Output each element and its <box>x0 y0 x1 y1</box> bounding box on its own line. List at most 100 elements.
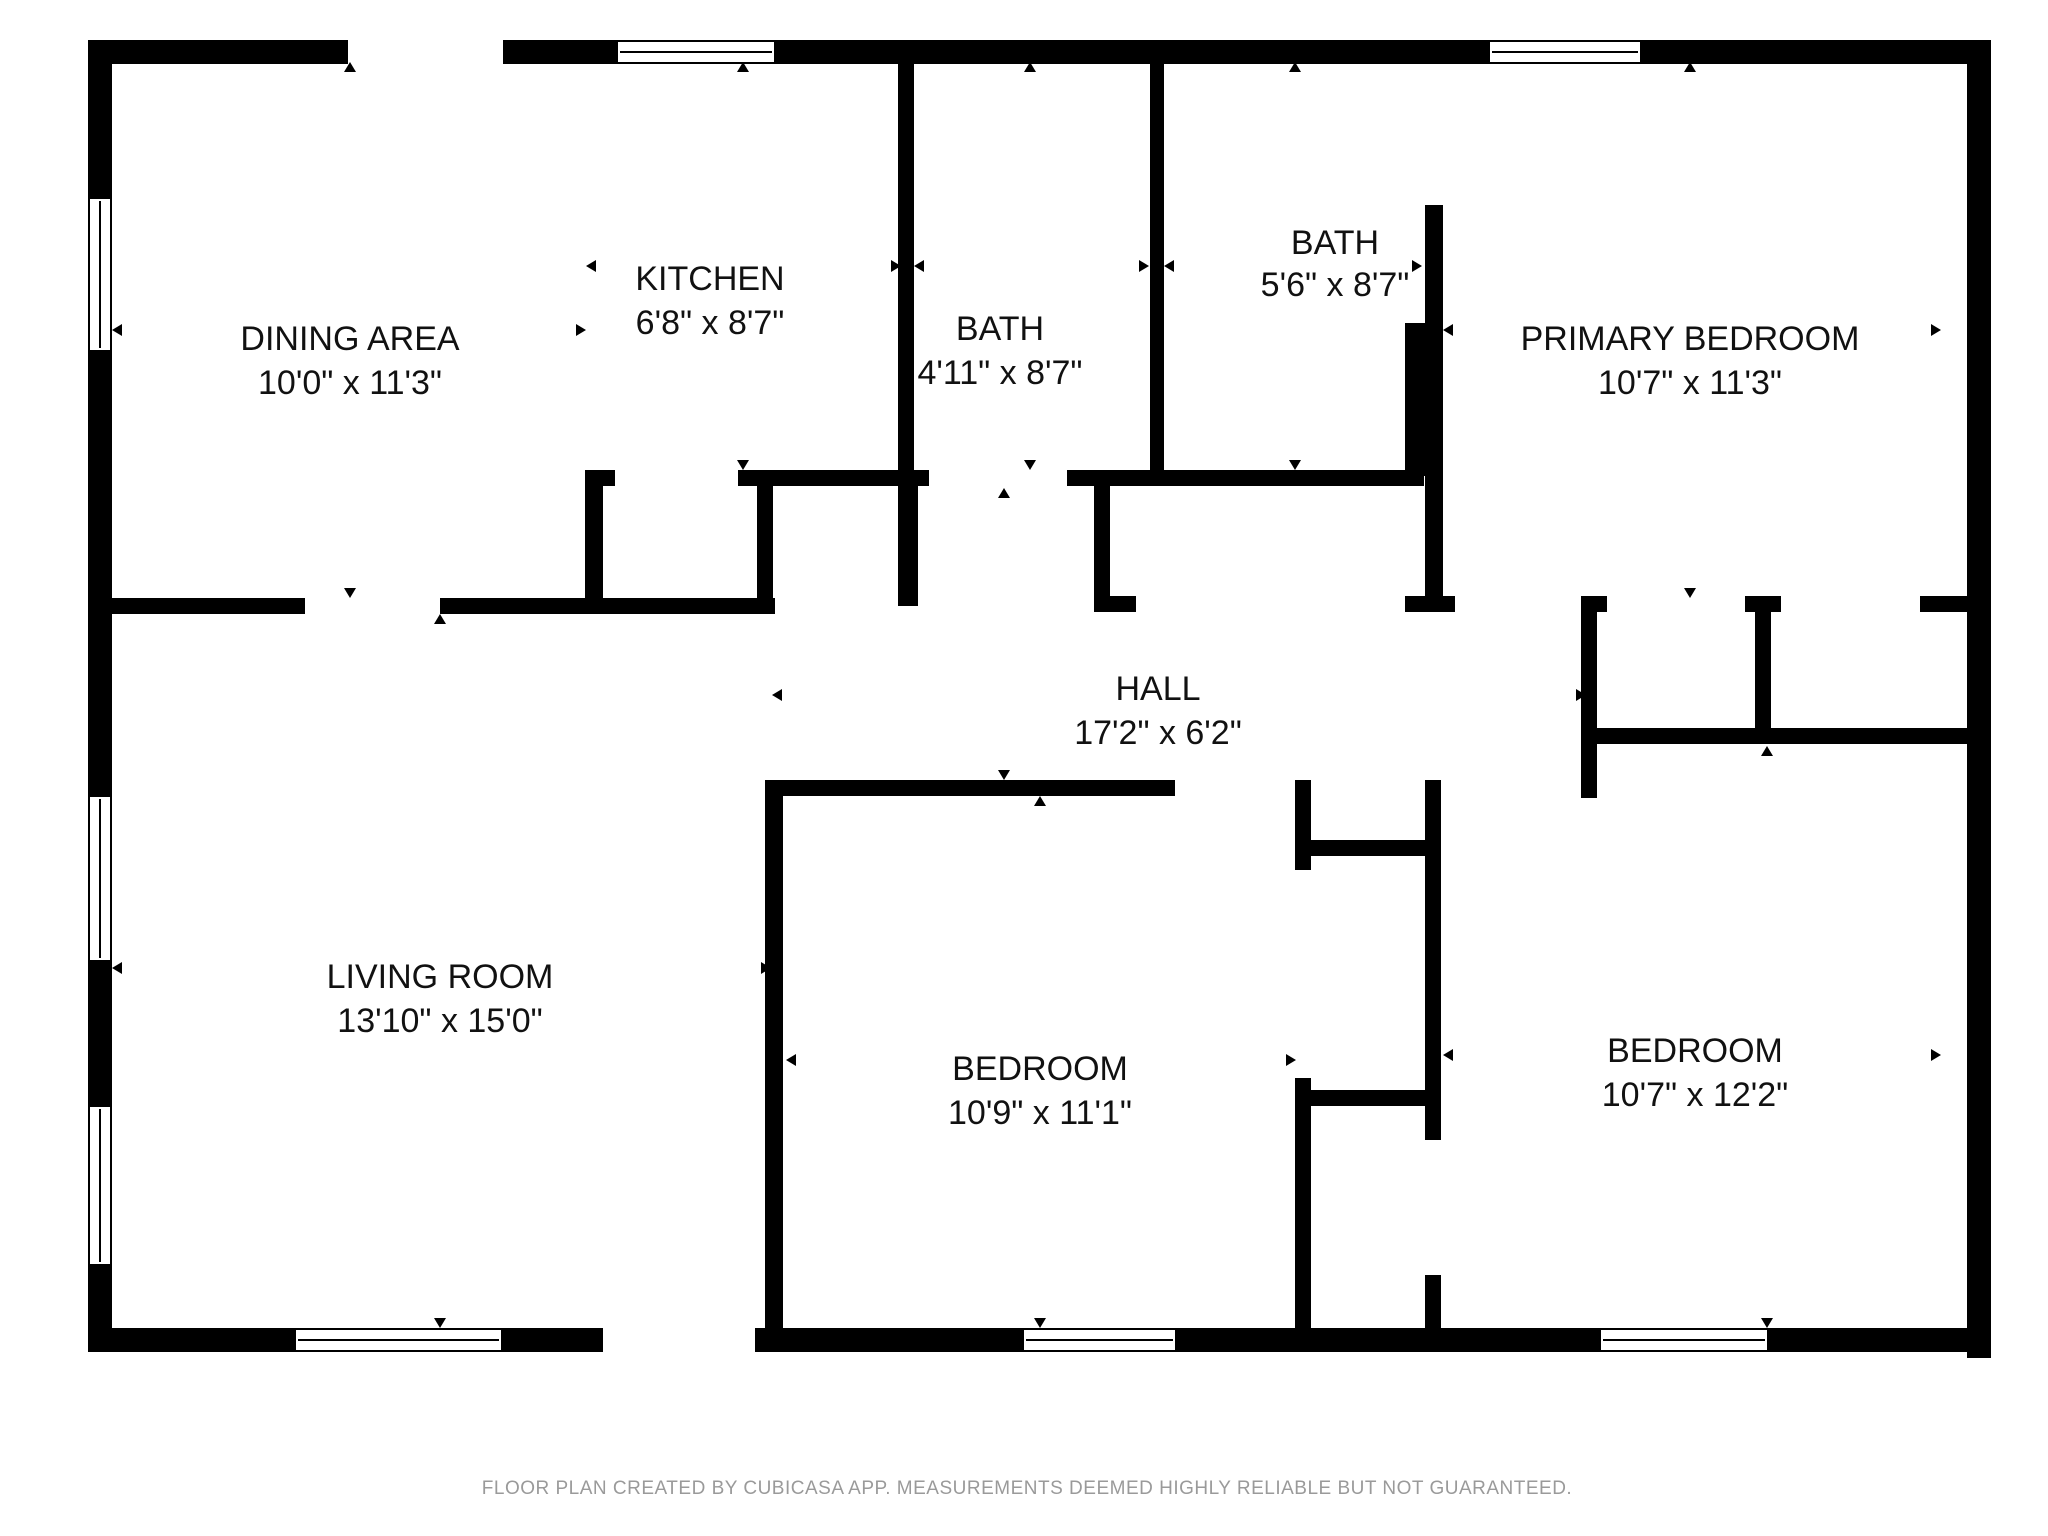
dimension-arrow-icon <box>761 962 771 974</box>
wall-segment <box>440 598 775 614</box>
wall-segment <box>88 1328 294 1352</box>
dimension-arrow-icon <box>1024 460 1036 470</box>
wall-segment <box>1920 596 1991 612</box>
room-bedroom-2: BEDROOM 10'7" x 12'2" <box>1602 1032 1788 1114</box>
dimension-arrow-icon <box>1289 62 1301 72</box>
wall-segment <box>1295 1078 1311 1348</box>
wall-segment <box>898 470 918 606</box>
room-size: 5'6" x 8'7" <box>1261 266 1410 304</box>
room-size: 10'7" x 12'2" <box>1602 1076 1788 1114</box>
wall-segment <box>88 40 348 64</box>
window <box>88 795 112 962</box>
wall-segment <box>88 352 112 795</box>
dimension-arrow-icon <box>786 1054 796 1066</box>
wall-segment <box>898 60 914 483</box>
windows <box>88 40 1769 1352</box>
wall-segment <box>88 962 112 1105</box>
room-size: 13'10" x 15'0" <box>337 1002 542 1040</box>
dimension-arrow-icon <box>434 1318 446 1328</box>
dimension-arrow-icon <box>1931 324 1941 336</box>
dimension-arrow-icon <box>1286 1054 1296 1066</box>
room-name: BEDROOM <box>1607 1032 1783 1070</box>
wall-segment <box>100 598 305 614</box>
walls <box>88 40 1991 1358</box>
room-living-room: LIVING ROOM 13'10" x 15'0" <box>327 958 554 1040</box>
window <box>1022 1328 1177 1352</box>
dimension-arrow-icon <box>772 689 782 701</box>
wall-segment <box>1769 1328 1991 1352</box>
room-size: 4'11" x 8'7" <box>917 354 1082 392</box>
wall-segment <box>765 780 1175 796</box>
window <box>1488 40 1642 64</box>
dimension-arrow-icon <box>1576 689 1586 701</box>
dimension-arrow-icon <box>1139 260 1149 272</box>
room-hall: HALL 17'2" x 6'2" <box>1074 670 1242 752</box>
dimension-arrow-icon <box>1024 62 1036 72</box>
wall-segment <box>1150 60 1164 472</box>
dimension-arrow-icon <box>1684 588 1696 598</box>
room-primary-bedroom: PRIMARY BEDROOM 10'7" x 11'3" <box>1521 320 1860 402</box>
room-bath-2: BATH 5'6" x 8'7" <box>1261 224 1410 304</box>
room-dining-area: DINING AREA 10'0" x 11'3" <box>240 320 459 402</box>
wall-segment <box>1581 730 1597 798</box>
wall-segment <box>1094 486 1110 612</box>
wall-segment <box>1755 596 1771 738</box>
wall-segment <box>1425 1275 1441 1352</box>
room-size: 6'8" x 8'7" <box>636 304 785 342</box>
wall-segment <box>755 1328 1022 1352</box>
wall-segment <box>503 1328 603 1352</box>
dimension-arrow-icon <box>434 614 446 624</box>
dimension-arrow-icon <box>1443 1049 1453 1061</box>
window <box>616 40 776 64</box>
wall-segment <box>1295 840 1435 856</box>
wall-segment <box>585 470 603 606</box>
dimension-arrow-icon <box>1412 260 1422 272</box>
dimension-arrow-icon <box>914 260 924 272</box>
dimension-arrow-icon <box>1443 324 1453 336</box>
room-size: 17'2" x 6'2" <box>1074 714 1242 752</box>
dimension-arrow-icon <box>998 488 1010 498</box>
dimension-arrow-icon <box>998 770 1010 780</box>
dimension-arrow-icon <box>112 962 122 974</box>
wall-segment <box>738 470 929 486</box>
wall-segment <box>1150 470 1424 486</box>
wall-segment <box>1967 40 1991 1358</box>
window <box>1599 1328 1769 1352</box>
room-size: 10'9" x 11'1" <box>948 1094 1132 1132</box>
room-name: BATH <box>1291 224 1379 262</box>
room-kitchen: KITCHEN 6'8" x 8'7" <box>635 260 784 342</box>
wall-segment <box>1295 780 1311 870</box>
wall-segment <box>88 40 112 197</box>
wall-segment <box>765 780 783 1340</box>
room-size: 10'0" x 11'3" <box>258 364 442 402</box>
wall-segment <box>1425 470 1443 612</box>
dimension-arrow-icon <box>1164 260 1174 272</box>
wall-segment <box>1581 728 1991 744</box>
wall-segment <box>1295 1090 1435 1106</box>
dimension-arrow-icon <box>737 460 749 470</box>
dimension-arrow-icon <box>737 62 749 72</box>
window <box>294 1328 503 1352</box>
room-name: LIVING ROOM <box>327 958 554 996</box>
room-bath-1: BATH 4'11" x 8'7" <box>917 310 1082 392</box>
dimension-arrow-icon <box>1289 460 1301 470</box>
dimension-arrow-icon <box>1761 1318 1773 1328</box>
wall-segment <box>1094 596 1136 612</box>
wall-segment <box>1177 1328 1599 1352</box>
dimension-arrow-icon <box>112 324 122 336</box>
wall-segment <box>757 470 773 606</box>
room-name: BEDROOM <box>952 1050 1128 1088</box>
window <box>88 197 112 352</box>
dimension-arrow-icon <box>586 260 596 272</box>
room-name: HALL <box>1115 670 1200 708</box>
dimension-arrow-icon <box>1684 62 1696 72</box>
dimension-arrow-icon <box>1034 1318 1046 1328</box>
wall-segment <box>585 470 615 486</box>
footer-disclaimer: FLOOR PLAN CREATED BY CUBICASA APP. MEAS… <box>482 1478 1572 1499</box>
room-name: DINING AREA <box>240 320 459 358</box>
dimension-arrow-icon <box>1931 1049 1941 1061</box>
dimension-markers <box>112 62 1941 1328</box>
room-name: PRIMARY BEDROOM <box>1521 320 1860 358</box>
room-bedroom-1: BEDROOM 10'9" x 11'1" <box>948 1050 1132 1132</box>
